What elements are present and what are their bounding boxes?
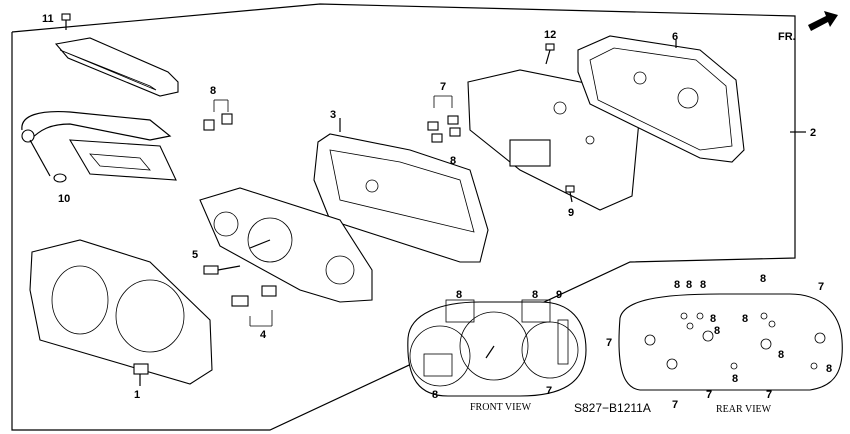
label-part-8-center: 8 <box>450 155 456 167</box>
pointer-part-5 <box>203 265 241 275</box>
clip-part-10 <box>53 173 67 183</box>
rv-label-8-9: 8 <box>732 373 738 385</box>
bracket-plate <box>68 139 177 181</box>
rv-label-8-6: 8 <box>760 273 766 285</box>
label-part-1: 1 <box>134 389 140 401</box>
panel-part-6 <box>577 35 745 163</box>
label-part-11: 11 <box>42 13 54 25</box>
rv-label-7-4: 7 <box>766 389 772 401</box>
rv-label-7-5: 7 <box>818 281 824 293</box>
label-part-5: 5 <box>192 249 198 261</box>
front-arrow-label: FR. <box>778 31 796 43</box>
bulb-pair-8-top <box>203 99 233 131</box>
label-part-8-top: 8 <box>210 85 216 97</box>
label-part-10: 10 <box>58 193 70 205</box>
rv-label-8-7: 8 <box>742 313 748 325</box>
label-part-7-center: 7 <box>440 81 446 93</box>
fv-label-8-bottom: 8 <box>432 389 438 401</box>
wire-bracket <box>21 110 172 177</box>
assembly-boundary <box>11 3 796 431</box>
label-part-6: 6 <box>672 31 678 43</box>
fv-label-8-left: 8 <box>456 289 462 301</box>
rv-label-7-3: 7 <box>706 389 712 401</box>
rv-label-8-5: 8 <box>714 325 720 337</box>
fv-label-9: 9 <box>556 289 562 301</box>
label-part-12: 12 <box>544 29 556 41</box>
screw-part-12 <box>545 43 555 65</box>
front-view-caption: FRONT VIEW <box>470 402 532 413</box>
label-part-2: 2 <box>810 127 816 139</box>
rv-label-8-3: 8 <box>700 279 706 291</box>
fv-label-8-right: 8 <box>532 289 538 301</box>
meter-housing-part-3 <box>313 118 489 263</box>
rv-label-7-2: 7 <box>672 399 678 411</box>
diagram-code: S827−B1211A <box>574 401 651 415</box>
rv-label-8-2: 8 <box>686 279 692 291</box>
rv-label-8-8: 8 <box>778 349 784 361</box>
label-part-9: 9 <box>568 207 574 219</box>
rear-view-caption: REAR VIEW <box>716 404 772 415</box>
front-view-illustration <box>407 299 587 397</box>
rear-view-illustration <box>618 293 843 391</box>
rv-label-7-1: 7 <box>606 337 612 349</box>
fv-label-7: 7 <box>546 385 552 397</box>
bulbs-7-8-center <box>427 95 461 143</box>
meter-visor-part-1 <box>29 239 213 386</box>
gauge-dial-plate <box>199 187 373 303</box>
screw-part-11 <box>61 13 71 30</box>
pointer-part-4 <box>231 285 277 327</box>
label-part-3: 3 <box>330 109 336 121</box>
rv-label-8-4: 8 <box>710 313 716 325</box>
rv-label-8-1: 8 <box>674 279 680 291</box>
rv-label-8-10: 8 <box>826 363 832 375</box>
front-direction-arrow <box>808 11 838 31</box>
cover-plate <box>54 37 179 97</box>
label-part-4: 4 <box>260 329 267 341</box>
screw-part-9 <box>565 185 575 203</box>
